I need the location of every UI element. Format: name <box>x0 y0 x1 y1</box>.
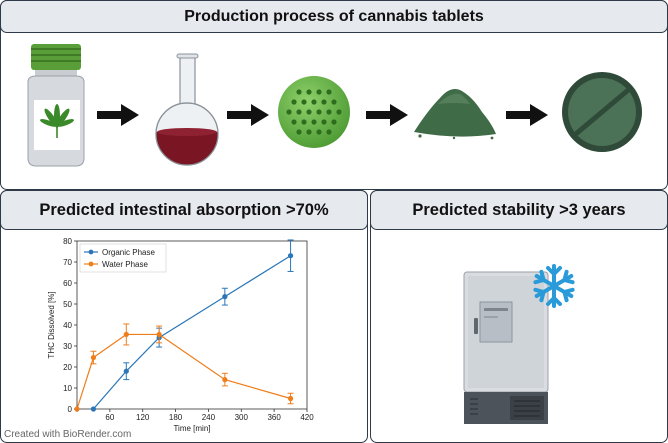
y-tick-label: 30 <box>63 342 72 351</box>
freezer-icon <box>463 271 549 424</box>
y-axis-label: THC Dissolved [%] <box>47 291 56 358</box>
data-point <box>123 368 129 374</box>
y-tick-label: 20 <box>63 363 72 372</box>
process-arrow-4 <box>506 104 548 126</box>
data-point <box>222 377 228 383</box>
legend-entry: Water Phase <box>102 260 148 269</box>
data-point <box>74 406 80 412</box>
data-point <box>90 406 97 412</box>
data-point <box>156 331 162 338</box>
absorption-title: Predicted intestinal absorption >70% <box>0 190 368 230</box>
x-tick-label: 180 <box>169 413 183 422</box>
production-title: Production process of cannabis tablets <box>0 0 668 33</box>
series-line-1 <box>76 333 291 410</box>
snowflake-icon <box>531 264 577 308</box>
process-arrow-3 <box>366 104 408 126</box>
y-tick-label: 50 <box>63 300 72 309</box>
data-point <box>123 331 129 338</box>
tablet-icon <box>562 72 642 152</box>
x-tick-label: 120 <box>136 413 150 422</box>
series-line-0 <box>92 255 291 410</box>
data-point <box>222 294 228 300</box>
flask-icon <box>155 53 219 166</box>
y-tick-label: 0 <box>68 405 73 414</box>
cannabis-jar-icon <box>27 44 85 167</box>
x-tick-label: 360 <box>267 413 281 422</box>
legend-marker <box>88 261 94 267</box>
y-tick-label: 60 <box>63 279 72 288</box>
x-tick-label: 240 <box>202 413 216 422</box>
legend-marker <box>88 249 94 255</box>
y-tick-label: 70 <box>63 258 72 267</box>
process-arrow-1 <box>97 104 139 126</box>
x-axis-label: Time [min] <box>173 424 210 433</box>
x-tick-label: 420 <box>300 413 314 422</box>
legend-box <box>79 243 167 273</box>
powder-pile-icon <box>414 89 496 140</box>
y-tick-label: 40 <box>63 321 72 330</box>
y-tick-label: 10 <box>63 384 72 393</box>
x-tick-label: 300 <box>235 413 249 422</box>
data-point <box>287 395 294 402</box>
legend-entry: Organic Phase <box>102 248 155 257</box>
process-arrow-2 <box>227 104 269 126</box>
microparticle-sphere-icon <box>278 76 350 148</box>
credit-text: Created with BioRender.com <box>4 429 132 440</box>
data-point <box>90 354 97 361</box>
stability-title: Predicted stability >3 years <box>370 190 668 230</box>
data-point <box>287 253 294 259</box>
y-tick-label: 80 <box>63 237 72 246</box>
x-tick-label: 60 <box>105 413 114 422</box>
